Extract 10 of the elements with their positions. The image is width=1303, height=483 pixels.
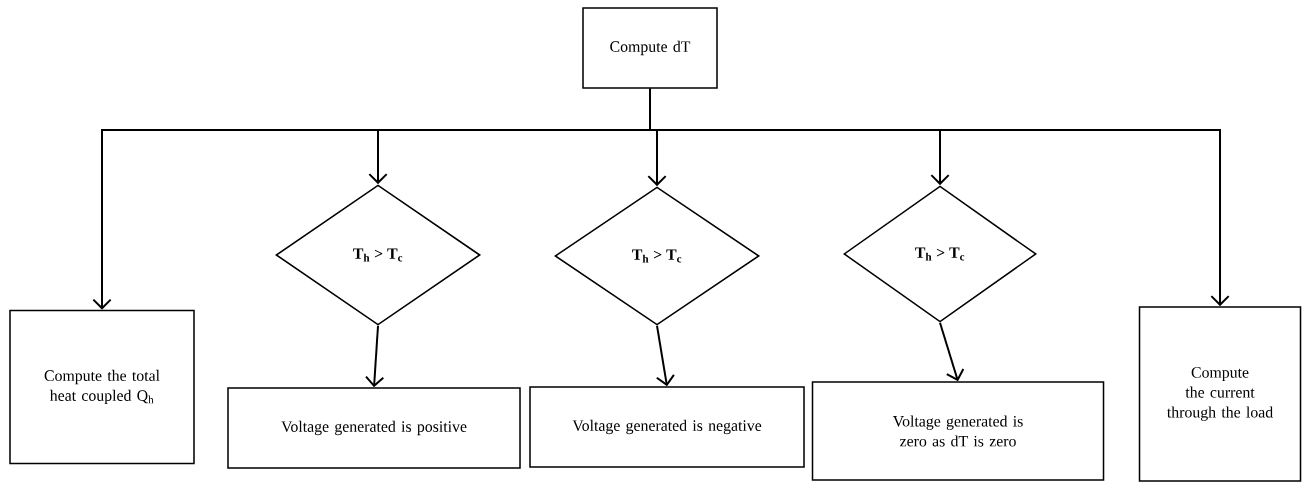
process-box: Compute the current through the load bbox=[1138, 306, 1302, 482]
process-box: Voltage generated is positive bbox=[227, 387, 521, 469]
arrow bbox=[365, 324, 385, 388]
arrow bbox=[655, 324, 675, 387]
process-box: Compute dT bbox=[582, 7, 718, 89]
arrow bbox=[939, 321, 965, 382]
process-box: Voltage generated is zero as dT is zero bbox=[811, 381, 1105, 481]
arrow bbox=[649, 87, 1230, 307]
process-box: Compute the total heat coupled Q$_{h}$ bbox=[9, 309, 195, 465]
process-box: Voltage generated is negative bbox=[529, 386, 805, 468]
